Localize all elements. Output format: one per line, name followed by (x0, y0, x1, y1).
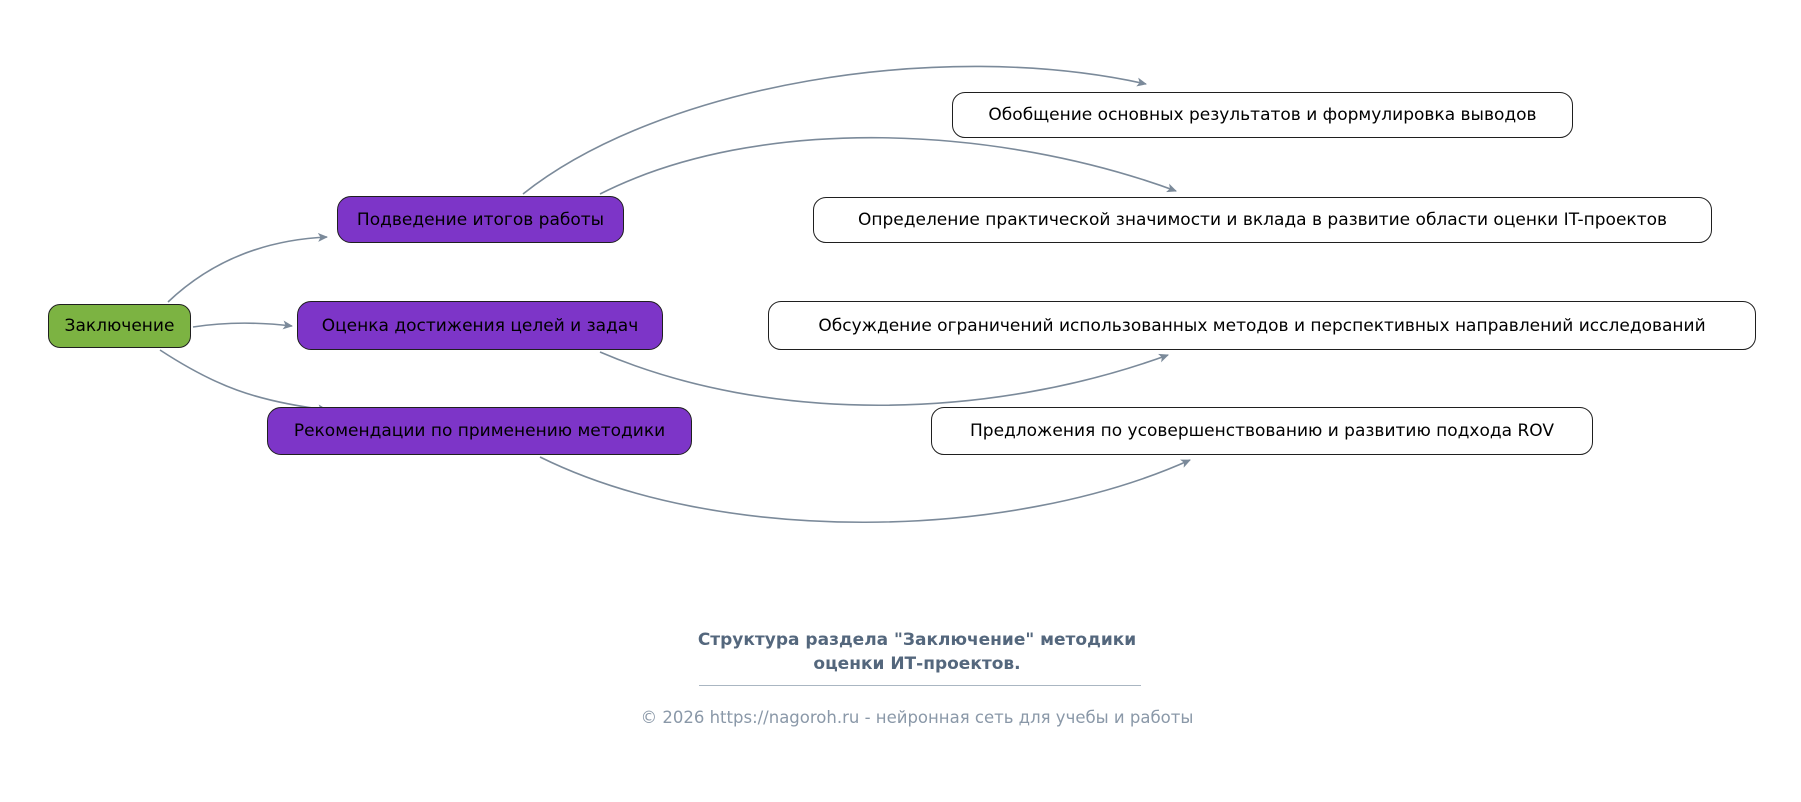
diagram-caption: Структура раздела "Заключение" методики … (698, 629, 1136, 677)
caption-line-2: оценки ИТ-проектов. (813, 653, 1021, 674)
node-obobshchenie: Обобщение основных результатов и формули… (952, 92, 1573, 138)
edge-podvedenie-to-opredelenie (599, 136, 1177, 195)
node-rekomendacii: Рекомендации по применению методики (267, 407, 692, 455)
node-zakluchenie: Заключение (48, 304, 191, 348)
footer-credit: © 2026 https://nagoroh.ru - нейронная се… (640, 708, 1194, 727)
edge-podvedenie-to-obobshchenie (522, 65, 1147, 195)
edge-root-to-ocenka (192, 320, 293, 330)
node-opredelenie: Определение практической значимости и вк… (813, 197, 1712, 243)
node-obsuzhdenie: Обсуждение ограничений использованных ме… (768, 301, 1756, 350)
edge-ocenka-to-obsuzhdenie (599, 351, 1169, 406)
caption-line-1: Структура раздела "Заключение" методики (697, 630, 1137, 650)
edge-rekomendacii-to-predlozheniya (539, 456, 1191, 523)
edge-root-to-podvedenie (167, 232, 328, 303)
node-ocenka-dostizheniya: Оценка достижения целей и задач (297, 301, 663, 350)
node-podvedenie-itogov: Подведение итогов работы (337, 196, 624, 243)
edge-root-to-rekomendacii (159, 349, 328, 414)
caption-divider (699, 685, 1141, 686)
node-predlozheniya: Предложения по усовершенствованию и разв… (931, 407, 1593, 455)
